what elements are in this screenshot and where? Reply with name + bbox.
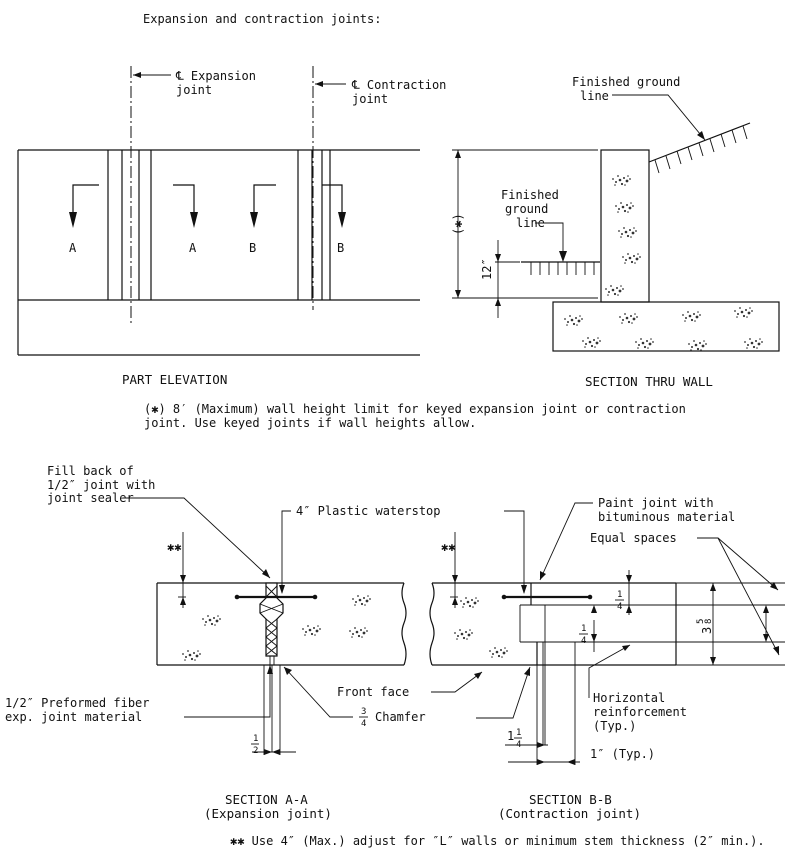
- svg-text:A: A: [69, 241, 77, 255]
- dim-3-5-8: 3: [700, 627, 714, 634]
- svg-text:B: B: [337, 241, 344, 255]
- svg-text:joint sealer: joint sealer: [47, 491, 134, 505]
- part-elevation-title: PART ELEVATION: [122, 372, 227, 387]
- svg-text:1/2″ joint with: 1/2″ joint with: [47, 478, 155, 492]
- note-wall-height: (✱) 8′ (Maximum) wall height limit for k…: [144, 402, 686, 416]
- waterstop-label-a: 4″ Plastic waterstop: [296, 504, 441, 518]
- svg-text:(Expansion joint): (Expansion joint): [204, 806, 332, 821]
- chamfer-label: Chamfer: [375, 710, 426, 724]
- expansion-joint-label: ℄ Expansion: [175, 69, 256, 83]
- dim-12-inch: 12″: [480, 258, 494, 280]
- section-a-a: Fill back of 1/2″ joint with joint seale…: [5, 464, 441, 821]
- svg-text:joint. Use keyed joints if wal: joint. Use keyed joints if wall heights …: [144, 416, 476, 430]
- svg-text:1: 1: [516, 728, 521, 738]
- svg-text:1: 1: [253, 734, 258, 744]
- fiber-label: 1/2″ Preformed fiber: [5, 696, 150, 710]
- svg-text:4: 4: [617, 602, 622, 612]
- page-title: Expansion and contraction joints:: [143, 12, 381, 26]
- svg-text:(Contraction joint): (Contraction joint): [498, 806, 641, 821]
- svg-text:3: 3: [361, 707, 366, 717]
- front-face-label: Front face: [337, 685, 409, 699]
- svg-text:1: 1: [617, 590, 622, 600]
- svg-text:4: 4: [516, 740, 521, 750]
- svg-text:4: 4: [581, 636, 586, 646]
- double-star-b: ✱✱: [441, 540, 455, 554]
- section-mark-b-right: B: [322, 184, 346, 255]
- section-b-title: SECTION B-B: [529, 792, 612, 807]
- wall-height-mark: (✱): [451, 213, 465, 235]
- svg-text:(Typ.): (Typ.): [593, 719, 636, 733]
- section-thru-wall-title: SECTION THRU WALL: [585, 374, 713, 389]
- svg-text:line: line: [516, 216, 545, 230]
- svg-text:bituminous material: bituminous material: [598, 510, 735, 524]
- svg-text:joint: joint: [176, 83, 212, 97]
- part-elevation: ℄ Expansion joint ℄ Contraction joint A …: [17, 66, 446, 387]
- svg-text:line: line: [580, 89, 609, 103]
- paint-joint-label: Paint joint with: [598, 496, 714, 510]
- front-fill-hatch: [530, 262, 595, 275]
- svg-text:ground: ground: [505, 202, 548, 216]
- svg-text:B: B: [249, 241, 256, 255]
- svg-text:8: 8: [704, 619, 714, 624]
- svg-text:Finished ground: Finished ground: [572, 75, 680, 89]
- horizontal-reinforcement-label: Horizontal: [593, 691, 665, 705]
- svg-text:joint: joint: [352, 92, 388, 106]
- svg-text:Finished: Finished: [501, 188, 559, 202]
- section-mark-a-right: A: [173, 184, 198, 255]
- backfill-hatch: [654, 125, 748, 174]
- section-b-b: Paint joint with bituminous material ✱✱ …: [337, 496, 785, 821]
- svg-text:reinforcement: reinforcement: [593, 705, 687, 719]
- svg-text:4: 4: [361, 719, 366, 729]
- dim-1-typ: 1″ (Typ.): [590, 747, 655, 761]
- dim-1-quarter: 1: [507, 729, 514, 743]
- svg-text:2: 2: [253, 746, 258, 756]
- svg-text:A: A: [189, 241, 197, 255]
- equal-spaces-label: Equal spaces: [590, 531, 677, 545]
- double-star-a: ✱✱: [167, 540, 181, 554]
- contraction-joint-label: ℄ Contraction: [351, 78, 446, 92]
- svg-text:exp. joint material: exp. joint material: [5, 710, 142, 724]
- svg-text:Fill back of: Fill back of: [47, 464, 134, 478]
- section-mark-a-left: A: [69, 184, 99, 255]
- section-thru-wall: Finished ground line Finished ground lin…: [451, 75, 780, 389]
- svg-text:1: 1: [581, 624, 586, 634]
- section-a-title: SECTION A-A: [225, 792, 308, 807]
- joint-sealer-crosshatch: [259, 585, 284, 656]
- svg-text:5: 5: [696, 619, 706, 624]
- section-mark-b-left: B: [249, 184, 276, 255]
- note-stem-thickness: ✱✱ Use 4″ (Max.) adjust for ″L″ walls or…: [230, 834, 765, 848]
